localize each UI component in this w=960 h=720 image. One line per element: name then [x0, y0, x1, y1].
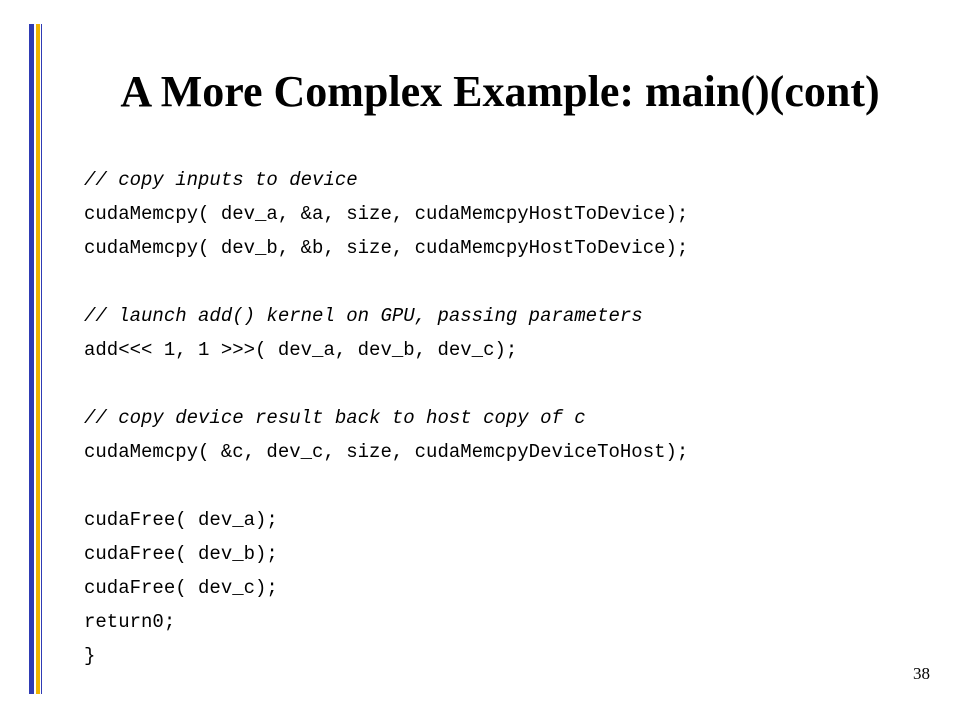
- slide-title: A More Complex Example: main()(cont): [120, 67, 880, 116]
- code-line-free-a: cudaFree( dev_a);: [84, 509, 278, 531]
- left-accent-bar-blue-thin: [41, 24, 42, 694]
- code-blank-line: [84, 469, 688, 503]
- code-line-memcpy-a: cudaMemcpy( dev_a, &a, size, cudaMemcpyH…: [84, 203, 689, 225]
- code-line-closing-brace: }: [84, 645, 96, 667]
- code-blank-line: [84, 265, 688, 299]
- code-line-free-b: cudaFree( dev_b);: [84, 543, 278, 565]
- left-accent-bar-blue: [29, 24, 34, 694]
- code-line-free-c: cudaFree( dev_c);: [84, 577, 278, 599]
- code-comment-copy-result: // copy device result back to host copy …: [84, 407, 586, 429]
- page-number: 38: [913, 664, 930, 683]
- left-accent-bar-gold: [36, 24, 40, 694]
- code-line-memcpy-b: cudaMemcpy( dev_b, &b, size, cudaMemcpyH…: [84, 237, 689, 259]
- code-line-return: return0;: [84, 611, 176, 633]
- code-blank-line: [84, 367, 688, 401]
- code-line-memcpy-c: cudaMemcpy( &c, dev_c, size, cudaMemcpyD…: [84, 441, 689, 463]
- code-comment-copy-inputs: // copy inputs to device: [84, 169, 358, 191]
- code-comment-launch-kernel: // launch add() kernel on GPU, passing p…: [84, 305, 643, 327]
- code-block: // copy inputs to device cudaMemcpy( dev…: [84, 163, 688, 673]
- code-line-kernel-launch: add<<< 1, 1 >>>( dev_a, dev_b, dev_c);: [84, 339, 518, 361]
